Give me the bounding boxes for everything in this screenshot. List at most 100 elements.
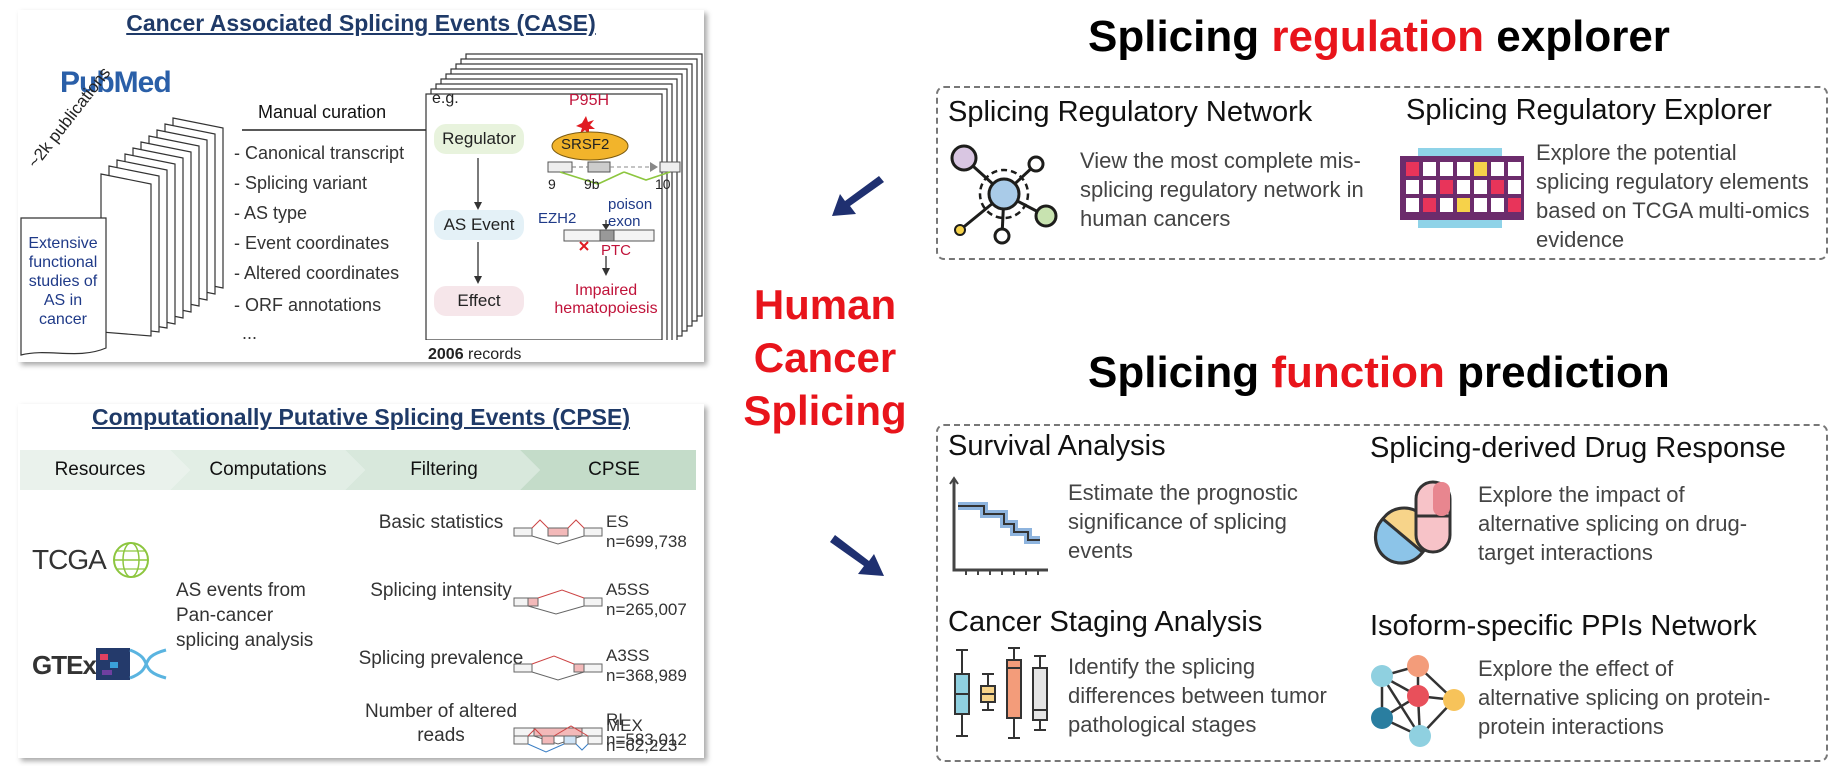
stage-filtering: Filtering [410,459,478,480]
network-icon[interactable] [946,140,1066,250]
explorer-desc: Explore the potential splicing regulator… [1536,140,1810,252]
event-mex-type: MEX [606,716,643,735]
ptc-label: PTC [601,242,631,259]
effect-box: Effect [434,286,524,316]
stage-cpse: CPSE [588,459,640,480]
exon-10-label: 10 [655,176,671,192]
drug-desc: Explore the impact of alternative splici… [1478,482,1748,565]
records-count: 2006 records [428,346,521,364]
globe-icon [113,542,149,578]
field-orf-annotations: - ORF annotations [234,295,382,315]
field-canonical-transcript: - Canonical transcript [234,143,405,163]
dna-helix-icon [96,648,167,680]
ppi-title[interactable]: Isoform-specific PPIs Network [1370,610,1757,642]
event-a5ss-type: A5SS [606,580,650,599]
regulation-heading: Splicing regulation explorer [1088,12,1670,62]
computation-label: AS events from Pan-cancer splicing analy… [176,580,314,651]
gtex-logo: GTEx [32,650,97,680]
regulation-heading-post: explorer [1484,12,1670,61]
as-event-box: AS Event [434,210,524,240]
manual-curation-label: Manual curation [258,102,387,122]
exon-9-label: 9 [548,176,556,192]
drug-title[interactable]: Splicing-derived Drug Response [1370,432,1786,464]
function-panel [936,424,1828,762]
field-more: ... [242,323,258,343]
exon-9b-label: 9b [584,176,600,192]
case-title: Cancer Associated Splicing Events (CASE) [126,10,596,36]
cpse-panel: Computationally Putative Splicing Events… [18,404,704,758]
event-ri-type: RI [606,710,623,729]
center-title-line-1: Human [753,281,897,328]
function-heading-pre: Splicing [1088,348,1272,397]
pubmed-logo: PubMed [60,66,172,99]
record-stack-icon [425,53,703,340]
field-as-type: - AS type [234,203,308,223]
boxplot-icon[interactable] [950,644,1054,744]
event-mex-icon [513,725,603,753]
poison-exon-label: poison exon [608,196,653,230]
survival-desc: Estimate the prognostic significance of … [1068,480,1298,563]
ppi-desc: Explore the effect of alternative splici… [1478,656,1771,739]
event-es-type: ES [606,512,629,531]
filter-splicing-intensity: Splicing intensity [370,580,512,601]
curation-arrow-icon [242,125,436,135]
event-es-n: n=699,738 [606,532,687,551]
event-a3ss-type: A3SS [606,646,650,665]
event-a5ss-icon [513,589,603,615]
function-heading-post: prediction [1444,348,1670,397]
function-heading-highlight: function [1271,348,1445,397]
arrow-up-right-icon [832,176,884,216]
tcga-logo: TCGA [32,544,107,575]
filter-splicing-prevalence: Splicing prevalence [358,648,524,669]
staging-title[interactable]: Cancer Staging Analysis [948,606,1263,638]
regulator-box: Regulator [434,124,524,154]
pipeline-chevrons [20,450,696,490]
records-label: records [468,346,522,363]
stage-resources: Resources [54,459,146,480]
network-desc: View the most complete mis-splicing regu… [1080,148,1364,231]
splicing-example-icon [547,116,681,276]
arrow-down-right-icon [830,535,884,576]
gene-label: SRSF2 [561,136,610,153]
event-ri-n: n=583,012 [606,730,687,749]
field-event-coordinates: - Event coordinates [234,233,390,253]
ezh2-label: EZH2 [538,210,577,227]
filter-altered-reads: Number of altered reads [364,701,518,746]
survival-title[interactable]: Survival Analysis [948,430,1166,462]
heatmap-icon[interactable] [1400,148,1524,228]
center-title-line-3: Splicing [743,387,907,434]
regulation-heading-highlight: regulation [1271,12,1485,61]
field-altered-coordinates: - Altered coordinates [234,263,400,283]
staging-desc: Identify the splicing differences betwee… [1068,654,1327,737]
flow-arrows-icon [474,158,482,284]
event-a3ss-n: n=368,989 [606,666,687,685]
impaired-label: Impaired hematopoiesis [554,282,658,317]
network-title[interactable]: Splicing Regulatory Network [948,96,1313,128]
pill-capsule-icon[interactable] [1364,478,1458,574]
event-es-icon [513,519,603,545]
event-a5ss-n: n=265,007 [606,600,687,619]
example-label: e.g. [432,90,459,107]
explorer-title[interactable]: Splicing Regulatory Explorer [1406,94,1772,126]
center-title-line-2: Cancer [753,334,897,381]
center-title: Human Cancer Splicing [730,278,920,437]
function-heading: Splicing function prediction [1088,348,1670,398]
records-number: 2006 [428,346,464,363]
event-mex-n: n=62,223 [606,736,678,755]
regulation-heading-pre: Splicing [1088,12,1272,61]
regulation-panel [936,86,1828,260]
field-splicing-variant: - Splicing variant [234,173,368,193]
publications-stack-icon [20,117,224,356]
stage-computations: Computations [209,459,327,480]
survival-curve-icon[interactable] [948,476,1052,576]
mutation-label: P95H [569,92,610,109]
case-panel: Cancer Associated Splicing Events (CASE)… [18,10,704,364]
filter-basic-statistics: Basic statistics [378,512,504,533]
ppi-network-icon[interactable] [1366,652,1470,752]
studies-label: Extensive functional studies of AS in ca… [28,235,98,328]
